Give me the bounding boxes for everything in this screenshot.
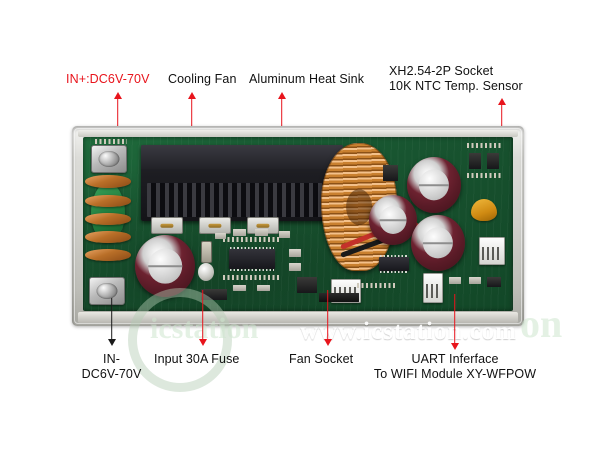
input-electrolytic-capacitor: [135, 235, 195, 297]
output-electrolytic-capacitor: [407, 157, 461, 213]
smd-mosfet: [297, 277, 317, 293]
callout-label-cooling-fan: Cooling Fan: [168, 72, 237, 86]
power-module-photo: [72, 126, 524, 326]
callout-arrow-in-negative: [107, 298, 116, 346]
pcb: [83, 137, 513, 311]
smd-resistor: [289, 249, 301, 257]
yellow-film-capacitor: [471, 199, 497, 221]
driver-ic: [229, 247, 275, 271]
smd-resistor: [469, 277, 481, 284]
smd-component: [469, 153, 481, 169]
ntc-temperature-sensor-socket: [479, 237, 505, 265]
control-ic: [379, 255, 409, 273]
smd-pad-row: [223, 237, 281, 242]
callout-label-uart: UART Inferface To WIFI Module XY-WFPOW: [373, 352, 537, 381]
callout-label-in-negative: IN- DC6V-70V: [81, 352, 142, 381]
callout-label-aluminum-heat-sink: Aluminum Heat Sink: [249, 72, 365, 86]
input-positive-terminal-screw: [91, 145, 127, 173]
callout-arrow-fan-socket: [323, 290, 332, 346]
choke-winding: [85, 175, 131, 188]
smd-resistor: [289, 263, 301, 271]
fuse-solder-blob: [198, 263, 214, 281]
choke-winding: [85, 249, 131, 261]
smd-pad-row: [223, 275, 281, 280]
input-negative-terminal-screw: [89, 277, 125, 305]
callout-arrow-input-fuse: [198, 290, 207, 346]
watermark-ghost-right: on: [520, 301, 563, 346]
smd-component: [487, 277, 501, 287]
power-transistor: [199, 217, 231, 234]
output-electrolytic-capacitor: [411, 215, 465, 271]
smd-resistor: [215, 233, 226, 239]
smd-pad-row: [467, 143, 501, 148]
smd-resistor: [233, 285, 246, 291]
callout-label-ntc-socket: XH2.54-2P Socket 10K NTC Temp. Sensor: [389, 64, 523, 93]
smd-component: [487, 153, 499, 169]
case-rail-top: [78, 130, 518, 137]
callout-arrow-uart: [450, 294, 459, 350]
smd-pad-row: [357, 283, 397, 288]
smd-resistor: [233, 229, 246, 236]
callout-label-input-fuse: Input 30A Fuse: [154, 352, 240, 366]
callout-label-fan-socket: Fan Socket: [289, 352, 354, 366]
smd-resistor: [279, 231, 290, 238]
header-pins-left: [95, 139, 127, 144]
choke-winding: [85, 231, 131, 243]
smd-diode: [383, 165, 398, 181]
output-electrolytic-capacitor: [369, 195, 417, 245]
smd-resistor: [449, 277, 461, 284]
aluminum-heat-sink: [141, 145, 343, 221]
smd-component: [201, 289, 227, 300]
input-30a-fuse: [201, 241, 212, 263]
smd-pad-row: [467, 173, 501, 178]
power-transistor: [151, 217, 183, 234]
uart-interface-socket: [423, 273, 443, 303]
smd-resistor: [255, 229, 268, 236]
smd-resistor: [257, 285, 270, 291]
choke-winding: [85, 213, 131, 225]
choke-winding: [85, 195, 131, 207]
callout-label-in-positive: IN+:DC6V-70V: [66, 72, 150, 86]
smd-component: [319, 293, 359, 302]
case-rail-bottom: [78, 312, 518, 323]
